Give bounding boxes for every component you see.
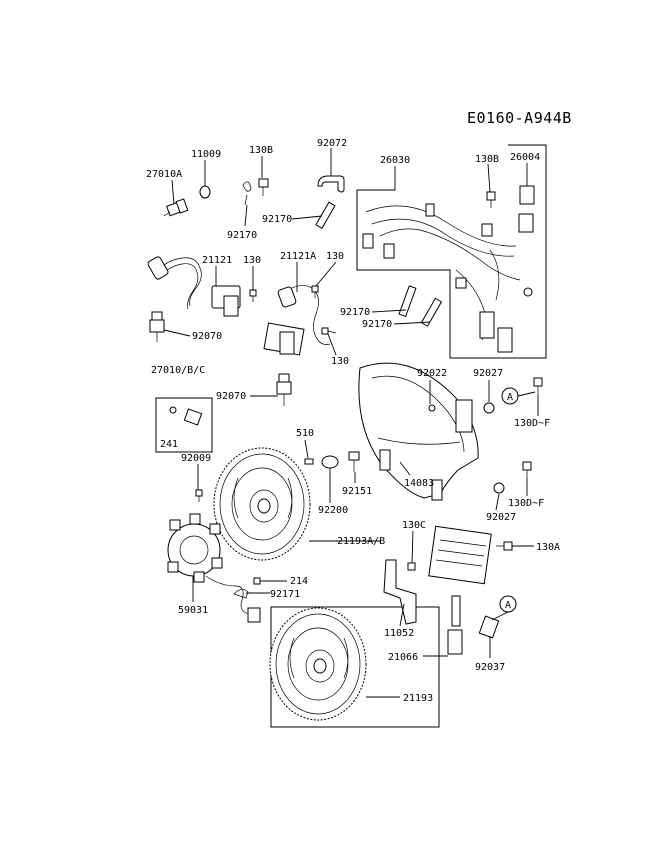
label-130c: 130C [402,520,426,531]
ref-a-2: A [505,600,511,611]
box-27010-group [155,397,213,453]
label-21121a: 21121A [280,251,316,262]
label-92027-a: 92027 [473,368,503,379]
label-92170-c: 92170 [340,307,370,318]
label-92170-d: 92170 [362,319,392,330]
bolt-130-a [249,289,257,302]
bolt-130b-b [486,191,496,208]
label-92070-b: 92070 [216,391,246,402]
stator-59031 [167,513,261,623]
label-241: 241 [160,439,178,450]
leader-lines [163,148,539,698]
collar-92027-b [493,482,505,494]
diagram-code: E0160-A944B [467,109,572,127]
clamp-92170-c [398,285,417,318]
ref-circle-a-1 [501,387,519,405]
label-92009: 92009 [181,453,211,464]
label-21193: 21193 [403,693,433,704]
bolt-130b [258,178,269,196]
ignition-coil-21121 [147,256,241,317]
label-11009: 11009 [191,149,221,160]
label-27010bc: 27010/B/C [151,365,205,376]
washer-92200 [321,455,339,469]
label-92171: 92171 [270,589,300,600]
label-21066: 21066 [388,652,418,663]
label-92072: 92072 [317,138,347,149]
label-92070-a: 92070 [192,331,222,342]
bracket-11052 [383,559,417,625]
label-130-b: 130 [326,251,344,262]
spark-plug-92070-b [276,373,292,406]
label-26004: 26004 [510,152,540,163]
label-92037: 92037 [475,662,505,673]
spark-plug-92070-a [149,311,165,342]
label-14083: 14083 [404,478,434,489]
clamp-92170-b [315,201,336,229]
label-21193ab: 21193A/B [337,536,385,547]
screw-92009 [195,489,203,502]
label-92200: 92200 [318,505,348,516]
label-92170-b: 92170 [262,214,292,225]
label-214: 214 [290,576,308,587]
label-130-c: 130 [331,356,349,367]
label-130df-b: 130D~F [508,498,544,509]
gasket-11009 [199,185,211,199]
key-510 [304,458,314,465]
clamp-92171 [233,589,249,599]
label-92022: 92022 [417,368,447,379]
label-92027-b: 92027 [486,512,516,523]
label-130a: 130A [536,542,560,553]
label-21121: 21121 [202,255,232,266]
screw-214 [253,577,261,585]
band-92072 [317,175,345,193]
ref-circle-a-2 [499,595,517,613]
bolt-130c [407,562,416,571]
bolt-130a [496,541,513,551]
clamp-92170-d [420,297,443,327]
bolt-130df-a [533,377,543,394]
label-130df-a: 130D~F [514,418,550,429]
label-26030: 26030 [380,155,410,166]
bolt-130df-b [522,461,532,478]
bolt-130-c [321,327,337,335]
label-59031: 59031 [178,605,208,616]
label-510: 510 [296,428,314,439]
clamp-92170-a [242,181,252,206]
oil-switch-27010a [163,198,189,217]
clip-92037 [478,615,500,639]
label-92170-a: 92170 [227,230,257,241]
label-27010a: 27010A [146,169,182,180]
label-11052: 11052 [384,628,414,639]
label-92151: 92151 [342,486,372,497]
box-harness-group [356,144,547,359]
flywheel-21193ab [213,447,311,561]
switch-27010bc [169,406,203,426]
connector-26004 [518,185,535,233]
regulator-21066 [428,525,492,655]
label-130b-a: 130B [249,145,273,156]
bolt-130-b [311,285,319,298]
label-130-a: 130 [243,255,261,266]
wire-harness-26030 [362,203,533,353]
label-130b-b: 130B [475,154,499,165]
collar-92027-a [483,402,495,414]
flywheel-21193 [269,607,367,721]
bolt-92151 [348,451,360,472]
ignition-coil-21121a [263,285,331,356]
flywheel-cover-14083 [358,362,479,501]
ref-a-1: A [507,392,513,403]
